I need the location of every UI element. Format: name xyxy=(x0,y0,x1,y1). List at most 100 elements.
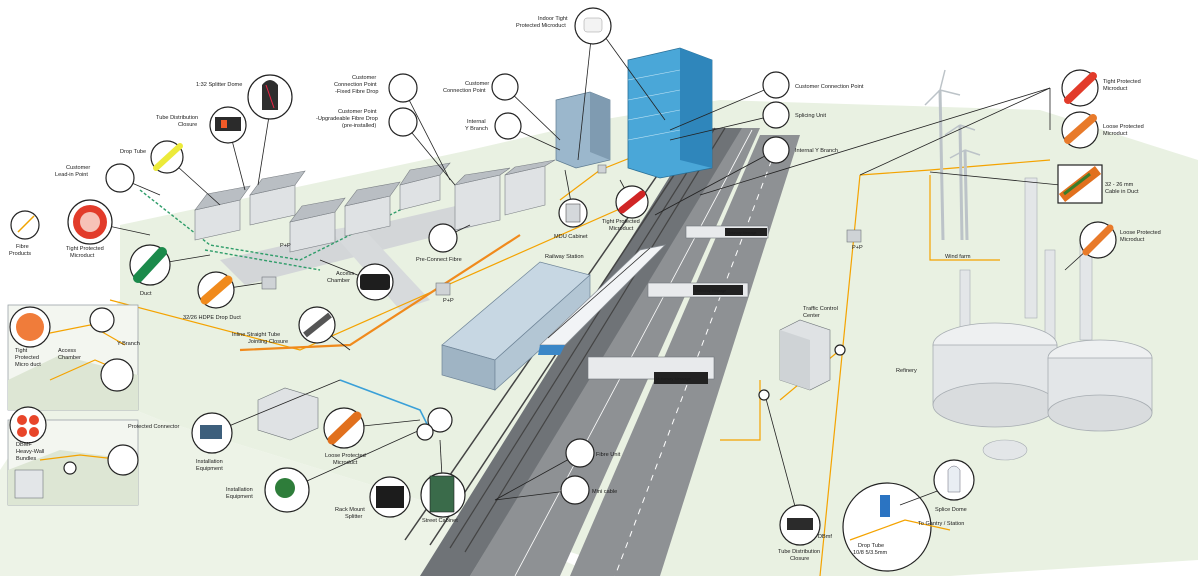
callout-cust-point-upg[interactable] xyxy=(388,107,418,137)
lbl-droptube-b-1: Drop Tube xyxy=(858,543,884,549)
callouts xyxy=(10,7,1117,572)
duct-run-orange xyxy=(239,234,521,352)
lbl-lpright-1: Loose Protected xyxy=(1103,124,1144,130)
lbl-droptube: Drop Tube xyxy=(120,149,146,155)
lbl-tpleft-1: Tight Protected xyxy=(66,246,104,252)
lbl-inst2-2: Equipment xyxy=(226,494,253,500)
lbl-inline-1: Inline Straight Tube xyxy=(232,332,280,338)
lbl-tdbottom-2: Closure xyxy=(790,556,809,562)
railway-station: Railway Station xyxy=(441,254,591,391)
motorway xyxy=(420,128,800,577)
lbl-ccright: Customer Connection Point xyxy=(795,84,864,90)
callout-traffic-node[interactable] xyxy=(834,344,846,356)
labels: Indoor Tight Protected Microduct 1:32 Sp… xyxy=(9,16,1161,562)
lbl-cpu-1: Customer Point xyxy=(338,109,377,115)
callout-gantry-node[interactable] xyxy=(758,389,770,401)
fibre-run-east xyxy=(859,159,1051,176)
lbl-tdtop-1: Tube Distribution xyxy=(156,115,198,121)
office-block xyxy=(555,91,611,169)
lbl-leadin-1: Customer xyxy=(66,165,90,171)
lbl-cpu-2: -Upgradeable Fibre Drop xyxy=(316,116,378,122)
inset1-ybranch: Y-Branch xyxy=(117,341,140,347)
lbl-ccfixed-1: Customer xyxy=(352,75,376,81)
lbl-inline-2: Jointing Closure xyxy=(248,339,288,345)
lbl-splicing: Splicing Unit xyxy=(795,113,827,119)
gantry-3: Motorway Message xyxy=(587,356,715,384)
callout-fibre-unit[interactable] xyxy=(565,438,595,468)
lbl-cpu-3: (pre-installed) xyxy=(342,123,376,129)
traffic-control-label-2: Center xyxy=(803,313,820,319)
lbl-lpbottom-1: Loose Protected xyxy=(325,453,366,459)
refinery xyxy=(932,177,1153,461)
lbl-inst1-2: Equipment xyxy=(196,466,223,472)
lbl-inst1-1: Installation xyxy=(196,459,223,465)
lbl-tdbottom-1: Tube Distribution xyxy=(778,549,820,555)
inset1-access-2: Chamber xyxy=(58,355,81,361)
railway-station-label: Railway Station xyxy=(545,254,584,260)
lbl-tpleft-2: Microduct xyxy=(70,253,95,259)
lbl-cable-2: Cable in Duct xyxy=(1105,189,1139,195)
pnp-label-2: P+P xyxy=(443,298,454,304)
lbl-tpright-1: Tight Protected xyxy=(1103,79,1141,85)
lbl-ccleft-2: Connection Point xyxy=(443,88,486,94)
gantry-2: Motorway Message xyxy=(647,282,749,298)
lbl-iyleft-2: Y Branch xyxy=(465,126,488,132)
fibre-run-gantry xyxy=(720,380,761,441)
gantry-3-text: Motorway Message xyxy=(656,376,691,381)
inset1-tight-3: Micro duct xyxy=(15,362,41,368)
lbl-mdu: MDU Cabinet xyxy=(554,234,588,240)
lbl-fibre-2: Products xyxy=(9,251,31,257)
callout-cust-leadin[interactable] xyxy=(105,163,135,193)
lbl-iyleft-1: Internal xyxy=(467,119,486,125)
callout-preconnect[interactable] xyxy=(428,223,458,253)
glass-tower xyxy=(627,47,713,179)
lbl-tpmid-2: Microduct xyxy=(609,226,634,232)
lbl-hdpe: 32/26 HDPE Drop Duct xyxy=(183,315,241,321)
lbl-minicable: Mini cable xyxy=(592,489,617,495)
gantry-1-text: Motorway Message xyxy=(727,231,757,235)
callout-cust-conn-fixed[interactable] xyxy=(388,73,418,103)
lbl-togantry: To Gantry / Station xyxy=(918,521,964,527)
inset-access-chamber: Tight Protected Micro duct Access Chambe… xyxy=(7,304,140,411)
inset1-tight-1: Tight xyxy=(15,348,28,354)
lbl-dbmf-small: DBmf xyxy=(818,534,832,540)
low-rise-flats xyxy=(454,159,556,231)
callout-internal-y-left[interactable] xyxy=(494,112,522,140)
lbl-tdtop-2: Closure xyxy=(178,122,197,128)
train xyxy=(538,244,667,355)
lbl-indoor-tight-1: Indoor Tight xyxy=(538,16,568,22)
callout-street-cabinet-node[interactable] xyxy=(416,423,434,441)
lbl-ccleft-1: Customer xyxy=(465,81,489,87)
lbl-fibre-1: Fibre xyxy=(16,244,29,250)
fibre-run-wind xyxy=(929,175,1000,261)
callout-splicing-unit[interactable] xyxy=(762,101,790,129)
lbl-access-2: Chamber xyxy=(327,278,350,284)
callout-mini-cable[interactable] xyxy=(560,475,590,505)
inset1-tight-2: Protected xyxy=(15,355,39,361)
lbl-street: Street Cabinet xyxy=(422,518,458,524)
lbl-lpfar-2: Microduct xyxy=(1120,237,1145,243)
inset1-access-1: Access xyxy=(58,348,76,354)
callout-cust-conn-right[interactable] xyxy=(762,71,790,99)
duct-run-blue xyxy=(339,379,431,431)
inset2-dbmf-1: DBMF xyxy=(16,442,32,448)
lbl-tpright-2: Microduct xyxy=(1103,86,1128,92)
lbl-leadin-2: Lead-in Point xyxy=(55,172,88,178)
lbl-fibreunit: Fibre Unit xyxy=(596,452,621,458)
cabinet-pnp-1 xyxy=(261,276,277,290)
inset2-dbmf-3: Bundles xyxy=(16,456,36,462)
callout-cust-conn-left[interactable] xyxy=(491,73,519,101)
pnp-label-1: P+P xyxy=(280,243,291,249)
callout-internal-y-right[interactable] xyxy=(762,136,790,164)
lbl-splitter: 1:32 Splitter Dome xyxy=(196,82,242,88)
inset-protected-connector: Protected Connector DBMF Heavy-Wall Bund… xyxy=(7,406,179,506)
lbl-lpright-2: Microduct xyxy=(1103,131,1128,137)
inset2-protconn: Protected Connector xyxy=(128,424,179,430)
lbl-rack-2: Splitter xyxy=(345,514,363,520)
lbl-iyright: Internal Y Branch xyxy=(795,148,838,154)
traffic-control-label-1: Traffic Control xyxy=(803,306,838,312)
callout-street-cabinet-small[interactable] xyxy=(427,407,453,433)
lbl-lpfar-1: Loose Protected xyxy=(1120,230,1161,236)
